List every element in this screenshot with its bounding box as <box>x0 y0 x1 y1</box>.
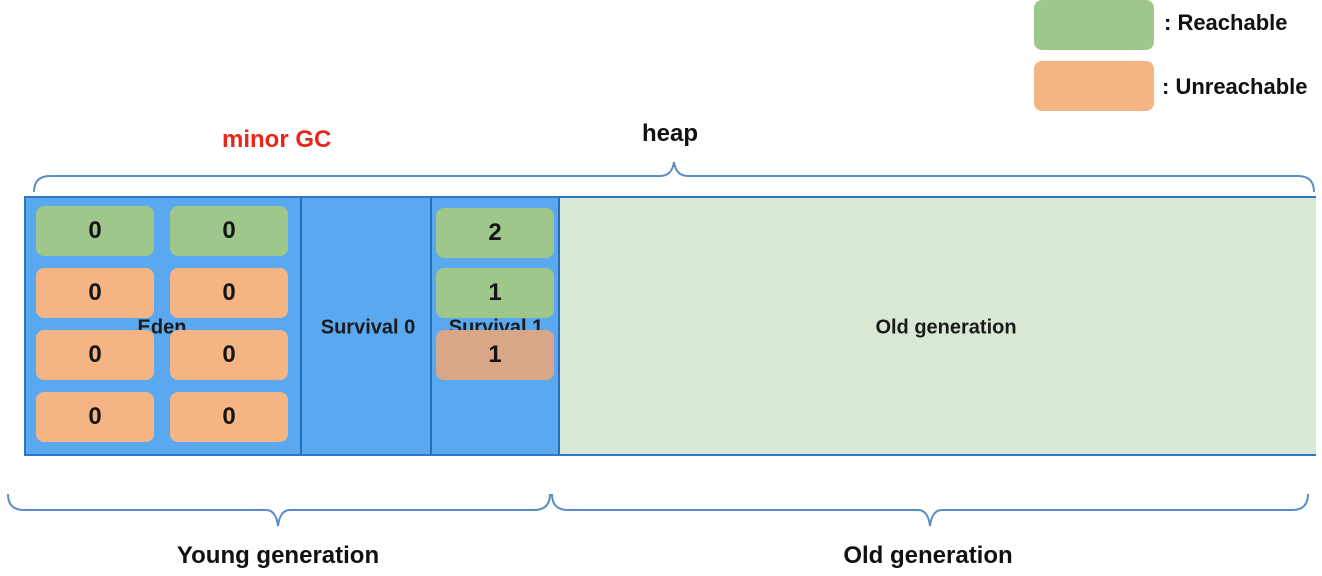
old-generation-label: Old generation <box>843 542 1013 569</box>
legend-reachable-swatch <box>1034 0 1154 50</box>
eden-object: 0 <box>36 330 154 380</box>
heap-title: heap <box>642 120 699 147</box>
young-generation-brace <box>7 493 551 527</box>
legend-reachable-label: : Reachable <box>1164 10 1288 35</box>
old-generation-brace-path <box>551 493 1309 527</box>
heap-brace <box>33 161 1315 193</box>
survival0-label: Survival 0 <box>320 316 416 339</box>
eden-object: 0 <box>170 392 288 442</box>
young-generation-label: Young generation <box>176 542 380 569</box>
survival0-region: Survival 0 <box>302 198 432 454</box>
legend-unreachable-swatch <box>1034 61 1154 111</box>
young-generation-brace-path <box>7 493 551 527</box>
old-generation-brace <box>551 493 1309 527</box>
old-generation-region: Old generation <box>560 198 1316 454</box>
survival1-object: 1 <box>436 330 554 380</box>
survival1-object: 1 <box>436 268 554 318</box>
eden-object: 0 <box>36 206 154 256</box>
minor-gc-title: minor GC <box>222 126 332 153</box>
heap-box: Eden Survival 0 Survival 1 Old generatio… <box>24 196 1316 456</box>
eden-object: 0 <box>170 206 288 256</box>
eden-object: 0 <box>170 268 288 318</box>
eden-object: 0 <box>170 330 288 380</box>
heap-brace-path <box>33 161 1315 193</box>
old-generation-region-label: Old generation <box>875 316 1017 339</box>
eden-object: 0 <box>36 392 154 442</box>
survival1-object: 2 <box>436 208 554 258</box>
eden-object: 0 <box>36 268 154 318</box>
legend-unreachable-label: : Unreachable <box>1162 74 1308 99</box>
